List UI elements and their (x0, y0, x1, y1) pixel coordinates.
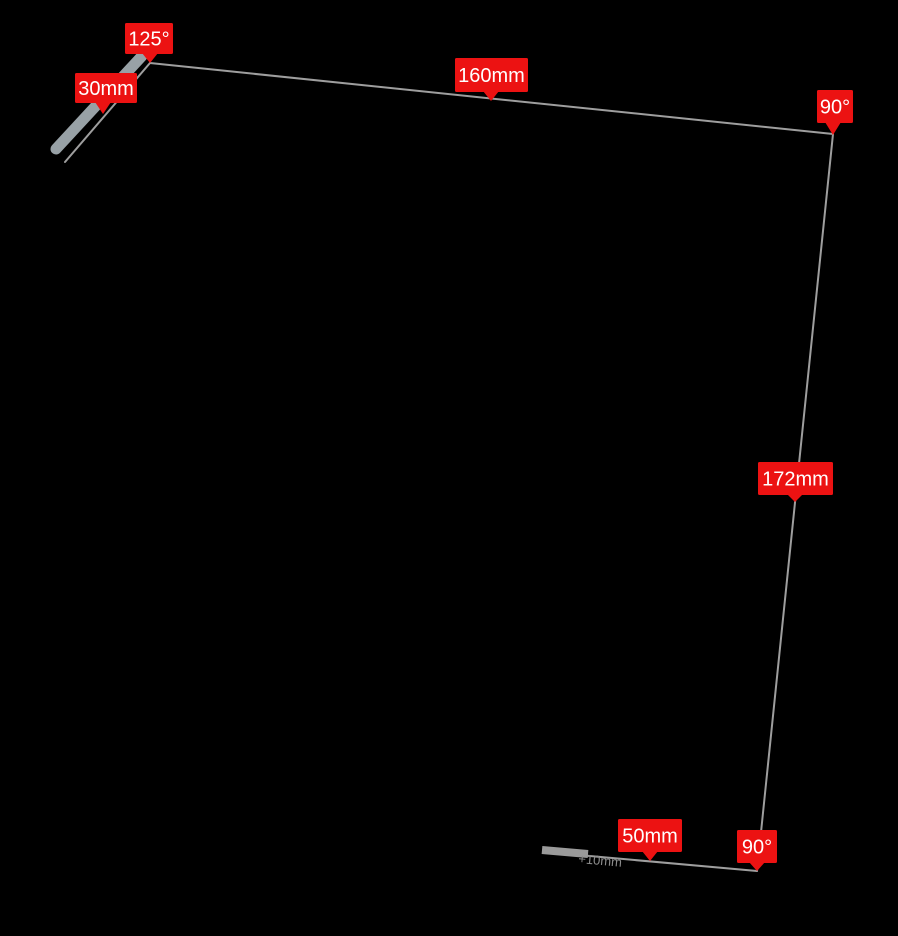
callout-length-160mm: 160mm (455, 58, 528, 101)
callout-label: 30mm (78, 78, 134, 100)
callout-angle-90deg-bottom: 90° (737, 830, 777, 871)
callout-label: 172mm (762, 469, 829, 491)
callout-length-30mm: 30mm (75, 73, 137, 114)
callout-box (758, 462, 833, 495)
callout-label: 125° (128, 29, 169, 51)
callout-angle-125deg: 125° (125, 23, 173, 63)
guide-segment-172mm (756, 133, 834, 872)
callout-label: 160mm (458, 65, 525, 87)
callout-length-50mm: 50mm (618, 819, 682, 861)
callout-length-172mm: 172mm (758, 462, 833, 502)
callout-pointer (483, 91, 499, 101)
callout-pointer (825, 122, 841, 135)
ink-stroke-plus10mm (541, 846, 589, 858)
callout-box (125, 23, 173, 54)
callout-pointer (787, 494, 803, 502)
callout-pointer (749, 862, 765, 871)
callout-box (618, 819, 682, 852)
callout-pointer (95, 102, 111, 114)
callout-label: 50mm (622, 826, 678, 848)
callout-pointer (642, 851, 658, 861)
callout-box (817, 90, 853, 123)
callout-label: 90° (742, 837, 772, 859)
callout-pointer (142, 53, 158, 63)
callout-box (75, 73, 137, 103)
callout-box (737, 830, 777, 863)
note-plus10mm: +10mm (578, 851, 623, 870)
callout-angle-90deg-top: 90° (817, 90, 853, 135)
callout-label: 90° (820, 97, 850, 119)
callout-box (455, 58, 528, 92)
